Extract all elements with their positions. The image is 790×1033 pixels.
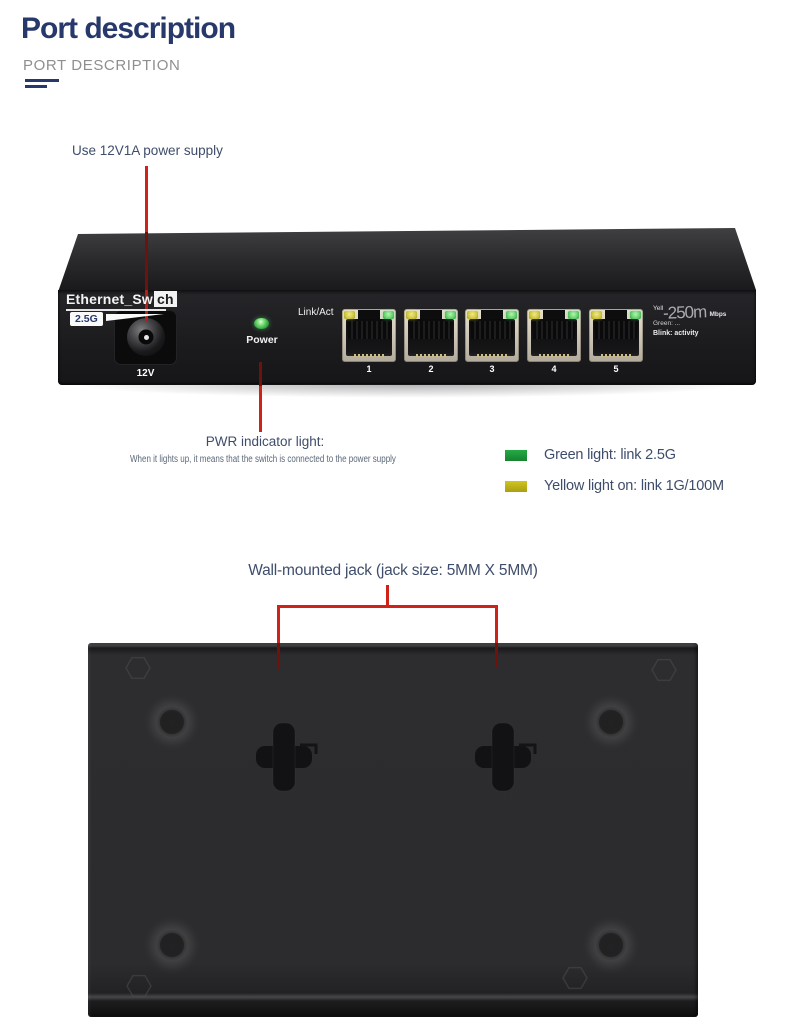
bracket-right-line-on-panel	[495, 643, 498, 668]
bracket-left-line-on-panel	[277, 643, 280, 670]
port-number-5: 5	[613, 364, 619, 374]
annotation-line-power-bottom	[145, 290, 148, 322]
port-tab	[420, 310, 442, 321]
dc-jack-pin-highlight	[143, 335, 149, 341]
port-pins	[477, 354, 507, 357]
power-supply-note: Use 12V1A power supply	[72, 143, 223, 158]
port-led-green	[630, 311, 641, 319]
rj45-port-2	[404, 309, 458, 362]
mount-cross-left	[256, 722, 318, 792]
port-cavity	[346, 319, 392, 356]
switch-top-face	[58, 228, 756, 292]
port-number-2: 2	[428, 364, 434, 374]
annotation-line-power-top	[145, 166, 148, 232]
bracket-horizontal	[277, 605, 498, 608]
brand-label: Ethernet_Sw	[66, 291, 153, 307]
page-title: Port description	[21, 12, 236, 45]
brand-patch: ch	[154, 291, 177, 307]
led-legend-line1-suffix: Mbps	[709, 311, 727, 318]
mount-cross-notch	[519, 743, 537, 754]
power-led-label: Power	[246, 334, 278, 346]
hex-screw-mark-top-left	[125, 656, 151, 680]
legend-green-label: Green light: link 2.5G	[544, 447, 676, 463]
legend-yellow-label: Yellow light on: link 1G/100M	[544, 478, 724, 494]
mount-cross-right	[475, 722, 537, 792]
annotation-line-pwr-top	[259, 362, 262, 386]
port-tab	[605, 310, 627, 321]
led-legend-line2: Green: ...	[653, 320, 681, 327]
bracket-left-line	[277, 608, 280, 643]
rubber-foot-center	[599, 710, 623, 734]
dc-jack-label: 12V	[136, 368, 155, 379]
port-led-yellow	[529, 311, 540, 319]
rubber-foot-center	[599, 933, 623, 957]
speed-badge-tail	[106, 314, 164, 321]
mount-cross-notch	[300, 743, 318, 754]
rj45-port-1	[342, 309, 396, 362]
hex-screw-mark-top-right	[651, 658, 677, 682]
rj45-port-3	[465, 309, 519, 362]
port-pins	[539, 354, 569, 357]
switch-shadow	[68, 384, 746, 398]
rj45-port-row: 1 2 3 4 5	[342, 309, 652, 379]
rubber-foot-center	[160, 933, 184, 957]
led-legend-line3: Blink: activity	[653, 329, 699, 337]
port-number-4: 4	[551, 364, 557, 374]
port-led-yellow	[406, 311, 417, 319]
rj45-port-4	[527, 309, 581, 362]
port-number-1: 1	[366, 364, 372, 374]
port-pins	[601, 354, 631, 357]
pwr-indicator-title: PWR indicator light:	[205, 434, 325, 449]
pwr-indicator-description: When it lights up, it means that the swi…	[130, 454, 396, 465]
port-led-green	[445, 311, 456, 319]
rubber-foot-center	[160, 710, 184, 734]
annotation-line-pwr-bottom	[259, 386, 262, 432]
wall-jack-note: Wall-mounted jack (jack size: 5MM X 5MM)	[248, 562, 538, 579]
port-led-yellow	[591, 311, 602, 319]
port-pins	[416, 354, 446, 357]
led-legend-line1-prefix: Yell	[653, 305, 664, 312]
switch-bottom-photo	[88, 643, 698, 1017]
led-legend-250m-stamp: -250m	[662, 302, 707, 323]
port-led-green	[568, 311, 579, 319]
port-tab	[543, 310, 565, 321]
port-cavity	[469, 319, 515, 356]
legend-green-swatch	[505, 450, 527, 461]
speed-badge: 2.5G	[70, 312, 103, 326]
hex-screw-mark-bottom-right	[562, 966, 588, 990]
dc-jack	[115, 310, 176, 364]
brand-underline	[66, 309, 166, 311]
bracket-stub	[386, 585, 389, 605]
bottom-panel-details	[125, 656, 677, 998]
port-led-green	[506, 311, 517, 319]
bracket-right-line	[495, 608, 498, 643]
port-tab	[358, 310, 380, 321]
port-led-green	[383, 311, 394, 319]
port-number-3: 3	[489, 364, 495, 374]
port-led-yellow	[467, 311, 478, 319]
page-subtitle: PORT DESCRIPTION	[23, 57, 181, 74]
rj45-port-5	[589, 309, 643, 362]
port-led-yellow	[344, 311, 355, 319]
port-cavity	[531, 319, 577, 356]
port-tab	[481, 310, 503, 321]
title-underline-short	[25, 85, 47, 88]
annotation-line-power-mid	[145, 232, 148, 290]
port-cavity	[593, 319, 639, 356]
port-pins	[354, 354, 384, 357]
dc-jack-barrel	[126, 318, 165, 356]
link-act-label: Link/Act	[298, 307, 334, 318]
legend-yellow-swatch	[505, 481, 527, 492]
hex-screw-mark-bottom-left	[126, 974, 152, 998]
port-cavity	[408, 319, 454, 356]
title-underline	[25, 79, 59, 82]
power-led	[254, 318, 269, 329]
